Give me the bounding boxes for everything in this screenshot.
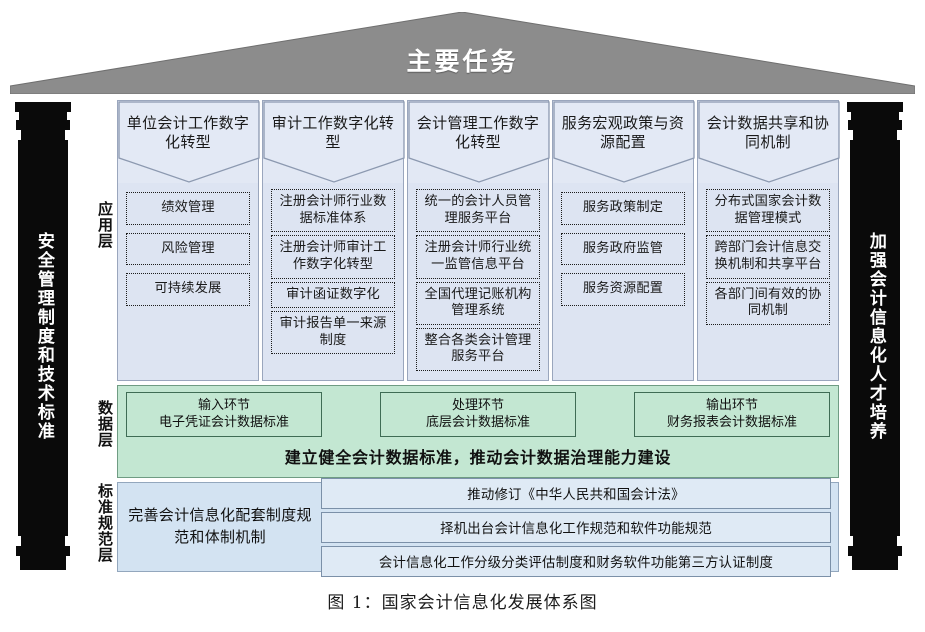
application-column: 服务宏观政策与资源配置 服务政策制定 服务政府监管 服务资源配置	[552, 100, 695, 381]
roof-title: 主要任务	[406, 47, 519, 76]
data-stage-box: 处理环节 底层会计数据标准	[380, 392, 576, 438]
pillar-left: 安全管理制度和技术标准	[12, 100, 74, 572]
column-header-label: 会计管理工作数字化转型	[416, 114, 540, 152]
data-stage-name: 处理环节	[451, 398, 504, 413]
column-header-label: 审计工作数字化转型	[271, 114, 395, 152]
column-header: 审计工作数字化转型	[263, 101, 405, 183]
standard-item: 择机出台会计信息化工作规范和软件功能规范	[321, 511, 831, 543]
application-column: 会计管理工作数字化转型 统一的会计人员管理服务平台 注册会计师行业统一监管信息平…	[407, 100, 550, 381]
layer-label-application: 应用层	[96, 201, 114, 249]
application-item: 跨部门会计信息交换机制和共享平台	[706, 235, 830, 279]
application-item: 审计报告单一来源制度	[271, 311, 395, 355]
application-item: 绩效管理	[126, 192, 250, 225]
data-stage-box: 输出环节 财务报表会计数据标准	[634, 392, 830, 438]
standard-item: 推动修订《中华人民共和国会计法》	[321, 477, 831, 509]
roof-banner: 主要任务	[10, 12, 915, 94]
roof-triangle-icon	[10, 12, 915, 94]
application-item: 服务资源配置	[561, 273, 685, 306]
application-item: 注册会计师行业统一监管信息平台	[416, 235, 540, 279]
pillar-right-label: 加强会计信息化人才培养	[865, 231, 886, 441]
column-header: 会计数据共享和协同机制	[698, 101, 840, 183]
application-item: 分布式国家会计数据管理模式	[706, 189, 830, 233]
data-layer-boxes: 输入环节 电子凭证会计数据标准 处理环节 底层会计数据标准 输出环节 财务报表会…	[126, 392, 830, 438]
application-item: 统一的会计人员管理服务平台	[416, 189, 540, 233]
application-item: 可持续发展	[126, 273, 250, 306]
column-pillar-icon	[15, 102, 71, 570]
column-body: 注册会计师行业数据标准体系 注册会计师审计工作数字化转型 审计函证数字化 审计报…	[263, 183, 403, 380]
layer-label-data: 数据层	[96, 400, 114, 448]
data-stage-standard: 底层会计数据标准	[425, 415, 530, 431]
column-pillar-icon	[847, 102, 903, 570]
data-stage-name: 输入环节	[197, 398, 250, 413]
column-body: 绩效管理 风险管理 可持续发展	[118, 183, 258, 380]
application-item: 风险管理	[126, 232, 250, 266]
application-layer: 单位会计工作数字化转型 绩效管理 风险管理 可持续发展 审计工作数字化转型 注册…	[117, 100, 840, 381]
column-header: 会计管理工作数字化转型	[408, 101, 550, 183]
data-stage-standard: 财务报表会计数据标准	[666, 415, 797, 431]
data-stage-box: 输入环节 电子凭证会计数据标准	[126, 392, 322, 438]
standard-layer-title: 完善会计信息化配套制度规范和体制机制	[128, 506, 312, 546]
data-stage-name: 输出环节	[705, 398, 758, 413]
column-header-label: 会计数据共享和协同机制	[706, 114, 830, 152]
application-column: 会计数据共享和协同机制 分布式国家会计数据管理模式 跨部门会计信息交换机制和共享…	[697, 100, 840, 381]
standard-layer-items: 推动修订《中华人民共和国会计法》 择机出台会计信息化工作规范和软件功能规范 会计…	[321, 477, 831, 577]
application-item: 注册会计师审计工作数字化转型	[271, 235, 395, 279]
application-item: 各部门间有效的协同机制	[706, 281, 830, 325]
application-column: 审计工作数字化转型 注册会计师行业数据标准体系 注册会计师审计工作数字化转型 审…	[262, 100, 405, 381]
layer-label-standard: 标准规范层	[96, 483, 114, 563]
column-header-label: 服务宏观政策与资源配置	[561, 114, 685, 152]
application-item: 服务政府监管	[561, 232, 685, 266]
pentagon-header-icon	[698, 101, 840, 183]
column-header-label: 单位会计工作数字化转型	[126, 114, 250, 152]
application-item: 审计函证数字化	[271, 281, 395, 309]
column-body: 分布式国家会计数据管理模式 跨部门会计信息交换机制和共享平台 各部门间有效的协同…	[698, 183, 838, 380]
application-item: 全国代理记账机构管理系统	[416, 281, 540, 325]
pentagon-header-icon	[263, 101, 405, 183]
figure-caption: 图 1：国家会计信息化发展体系图	[327, 593, 598, 613]
column-body: 服务政策制定 服务政府监管 服务资源配置	[553, 183, 693, 380]
data-layer: 输入环节 电子凭证会计数据标准 处理环节 底层会计数据标准 输出环节 财务报表会…	[117, 385, 839, 478]
application-item: 服务政策制定	[561, 192, 685, 225]
application-item: 整合各类会计管理服务平台	[416, 327, 540, 371]
application-column: 单位会计工作数字化转型 绩效管理 风险管理 可持续发展	[117, 100, 260, 381]
application-item: 注册会计师行业数据标准体系	[271, 189, 395, 233]
standard-layer: 完善会计信息化配套制度规范和体制机制 推动修订《中华人民共和国会计法》 择机出台…	[117, 477, 839, 577]
column-header: 单位会计工作数字化转型	[118, 101, 260, 183]
pillar-left-label: 安全管理制度和技术标准	[33, 231, 54, 441]
column-header: 服务宏观政策与资源配置	[553, 101, 695, 183]
pentagon-header-icon	[408, 101, 550, 183]
pentagon-header-icon	[553, 101, 695, 183]
pillar-right: 加强会计信息化人才培养	[844, 100, 906, 572]
standard-item: 会计信息化工作分级分类评估制度和财务软件功能第三方认证制度	[321, 545, 831, 577]
data-stage-standard: 电子凭证会计数据标准	[158, 415, 289, 431]
column-body: 统一的会计人员管理服务平台 注册会计师行业统一监管信息平台 全国代理记账机构管理…	[408, 183, 548, 380]
data-layer-caption: 建立健全会计数据标准，推动会计数据治理能力建设	[284, 448, 672, 468]
pentagon-header-icon	[118, 101, 260, 183]
